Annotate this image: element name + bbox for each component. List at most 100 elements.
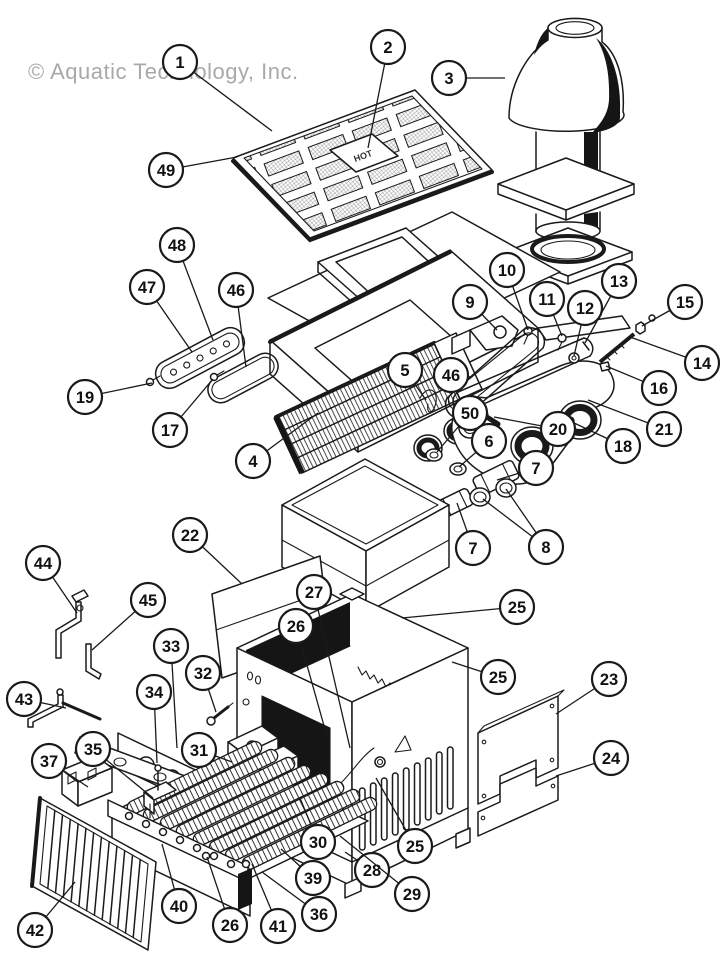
callout-22: 22 xyxy=(171,516,243,585)
callout-24: 24 xyxy=(555,739,630,777)
header-gasket-loop xyxy=(444,327,546,419)
callout-6: 6 xyxy=(458,422,508,468)
callout-bubble xyxy=(393,875,431,913)
callout-25: 25 xyxy=(401,588,536,626)
callout-26: 26 xyxy=(277,607,329,741)
callout-number: 35 xyxy=(84,741,102,759)
callout-number: 2 xyxy=(383,39,392,57)
callout-bubble xyxy=(539,410,577,448)
callout-bubble xyxy=(488,251,526,289)
callout-number: 16 xyxy=(650,380,668,398)
callout-43: 43 xyxy=(5,680,67,718)
pin-13 xyxy=(582,341,590,351)
callout-bubble xyxy=(604,427,642,465)
callout-number: 44 xyxy=(34,555,53,573)
callout-number: 25 xyxy=(489,669,507,687)
callout-bubble xyxy=(592,739,630,777)
callout-number: 28 xyxy=(363,862,381,880)
callout-bubble xyxy=(184,654,222,692)
callout-bubble xyxy=(30,742,68,780)
callout-46: 46 xyxy=(217,271,255,368)
callout-31: 31 xyxy=(180,731,233,769)
callout-number: 5 xyxy=(400,362,409,380)
callout-40: 40 xyxy=(160,843,198,925)
callout-bubble xyxy=(645,410,683,448)
callout-number: 34 xyxy=(145,684,164,702)
callout-number: 41 xyxy=(269,918,287,936)
callout-bubble xyxy=(590,660,628,698)
warning-triangle xyxy=(394,735,412,753)
callout-number: 4 xyxy=(248,453,258,471)
callout-number: 15 xyxy=(676,294,694,312)
callout-number: 49 xyxy=(157,162,175,180)
callout-bubble xyxy=(135,673,173,711)
flue-manifold-part xyxy=(154,326,246,390)
callout-number: 46 xyxy=(227,282,245,300)
lid-label-plate xyxy=(329,133,399,173)
nut-16 xyxy=(599,361,611,372)
callout-number: 50 xyxy=(461,405,479,423)
callout-bubble xyxy=(640,369,678,407)
bracket-44-part xyxy=(55,589,89,659)
bracket-45-part xyxy=(85,643,102,680)
callout-bubble xyxy=(666,283,704,321)
callout-25: 25 xyxy=(451,658,517,696)
callout-number: 6 xyxy=(484,433,493,451)
callout-number: 21 xyxy=(655,421,673,439)
callout-bubble xyxy=(470,422,508,460)
callout-number: 22 xyxy=(181,527,199,545)
callout-bubble xyxy=(129,581,167,619)
callout-bubble xyxy=(517,449,555,487)
callout-46: 46 xyxy=(432,356,473,394)
top-lid-part: HOT xyxy=(231,89,494,243)
callout-number: 29 xyxy=(403,886,421,904)
manifold-screw-17 xyxy=(209,370,225,382)
callout-number: 17 xyxy=(161,422,179,440)
callout-number: 7 xyxy=(468,540,477,558)
callout-bubble xyxy=(299,823,337,861)
callout-18: 18 xyxy=(571,421,642,465)
callout-number: 14 xyxy=(693,355,712,373)
callout-number: 25 xyxy=(406,838,424,856)
callout-34: 34 xyxy=(135,673,173,764)
callout-bubble xyxy=(295,573,333,611)
callout-12: 12 xyxy=(566,289,604,357)
callout-bubble xyxy=(294,859,332,897)
callout-number: 47 xyxy=(138,279,156,297)
callout-number: 23 xyxy=(600,671,618,689)
callout-number: 33 xyxy=(162,638,180,656)
callout-bubble xyxy=(16,911,54,949)
callout-number: 32 xyxy=(194,665,212,683)
callout-bubble xyxy=(479,658,517,696)
callout-26: 26 xyxy=(206,856,249,944)
callout-bubble xyxy=(566,289,604,327)
callout-25: 25 xyxy=(375,777,434,865)
callout-29: 29 xyxy=(339,835,431,913)
callout-number: 19 xyxy=(76,389,94,407)
callout-44: 44 xyxy=(24,544,78,614)
callout-bubble xyxy=(277,607,315,645)
callout-leader-line xyxy=(313,591,351,749)
callout-number: 45 xyxy=(139,592,157,610)
callout-30: 30 xyxy=(299,797,337,861)
callout-15: 15 xyxy=(641,283,704,327)
callout-number: 1 xyxy=(175,54,184,72)
callout-bubble xyxy=(211,906,249,944)
callout-number: 3 xyxy=(444,70,453,88)
callout-number: 12 xyxy=(576,300,594,318)
callout-bubble xyxy=(217,271,255,309)
callout-32: 32 xyxy=(184,654,222,713)
callout-bubble xyxy=(74,730,112,768)
callout-33: 33 xyxy=(152,627,190,749)
callout-bubble xyxy=(396,827,434,865)
callout-20: 20 xyxy=(493,410,577,448)
callout-bubble xyxy=(600,262,638,300)
callout-bubble xyxy=(24,544,62,582)
callout-leader-line xyxy=(401,606,518,619)
callout-50: 50 xyxy=(436,394,489,453)
callout-27: 27 xyxy=(295,573,351,749)
callout-16: 16 xyxy=(605,365,678,407)
callout-41: 41 xyxy=(251,863,297,945)
callout-bubble xyxy=(5,680,43,718)
callout-number: 26 xyxy=(221,917,239,935)
